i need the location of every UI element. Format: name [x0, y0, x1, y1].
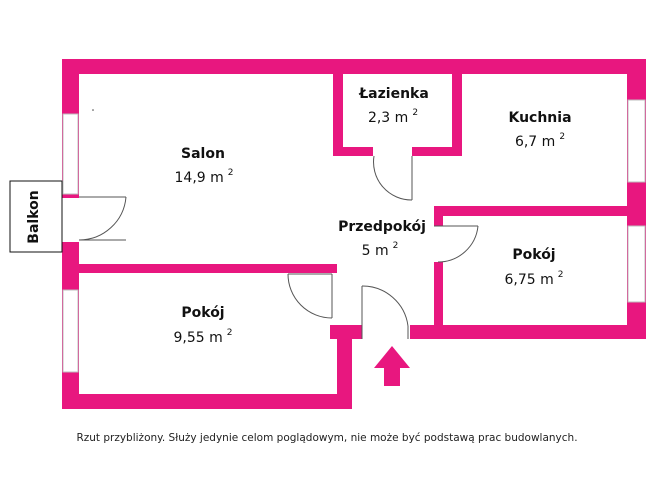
room-pokoj-right: Pokój 6,75 m 2 [505, 247, 564, 288]
svg-text:6,75 m2: 6,75 m 2 [505, 270, 564, 288]
room-area: 5 m [362, 243, 389, 259]
entrance-arrow-icon [374, 346, 410, 386]
disclaimer-caption: Rzut przybliżony. Służy jedynie celom po… [76, 432, 578, 444]
doors [78, 155, 479, 339]
room-name: Pokój [512, 247, 555, 263]
area-superscript: 2 [559, 132, 565, 142]
room-name: Salon [181, 146, 225, 162]
room-przedpokoj: Przedpokój 5 m 2 [338, 219, 426, 259]
area-superscript: 2 [558, 270, 564, 280]
area-superscript: 2 [228, 168, 234, 178]
svg-text:5 m2: 5 m 2 [362, 241, 399, 259]
balkon: Balkon [9, 180, 63, 253]
room-lazienka: Łazienka 2,3 m 2 [358, 86, 429, 126]
room-kuchnia: Kuchnia 6,7 m 2 [508, 110, 571, 150]
room-name: Pokój [181, 305, 224, 321]
room-name: Kuchnia [508, 110, 571, 126]
room-name: Przedpokój [338, 219, 426, 235]
windows [62, 99, 646, 373]
balkon-label: Balkon [26, 190, 42, 243]
room-area: 2,3 m [368, 110, 408, 126]
room-area: 6,7 m [515, 134, 555, 150]
room-pokoj-left: Pokój 9,55 m 2 [174, 305, 233, 346]
svg-text:9,55 m2: 9,55 m 2 [174, 328, 233, 346]
room-salon: Salon 14,9 m 2 [175, 146, 234, 186]
area-superscript: 2 [412, 108, 418, 118]
svg-text:2,3 m2: 2,3 m 2 [368, 108, 418, 126]
area-superscript: 2 [393, 241, 399, 251]
room-area: 14,9 m [175, 170, 224, 186]
area-superscript: 2 [227, 328, 233, 338]
balcony-doorway [62, 198, 79, 242]
room-name: Łazienka [358, 86, 429, 102]
room-area: 9,55 m [174, 330, 223, 346]
svg-text:14,9 m2: 14,9 m 2 [175, 168, 234, 186]
room-area: 6,75 m [505, 272, 554, 288]
marker-dot [92, 109, 94, 111]
svg-text:6,7 m2: 6,7 m 2 [515, 132, 565, 150]
floor-plan: Balkon Salon 14,9 m 2 Łazienka 2,3 m 2 Kuc… [9, 59, 646, 409]
